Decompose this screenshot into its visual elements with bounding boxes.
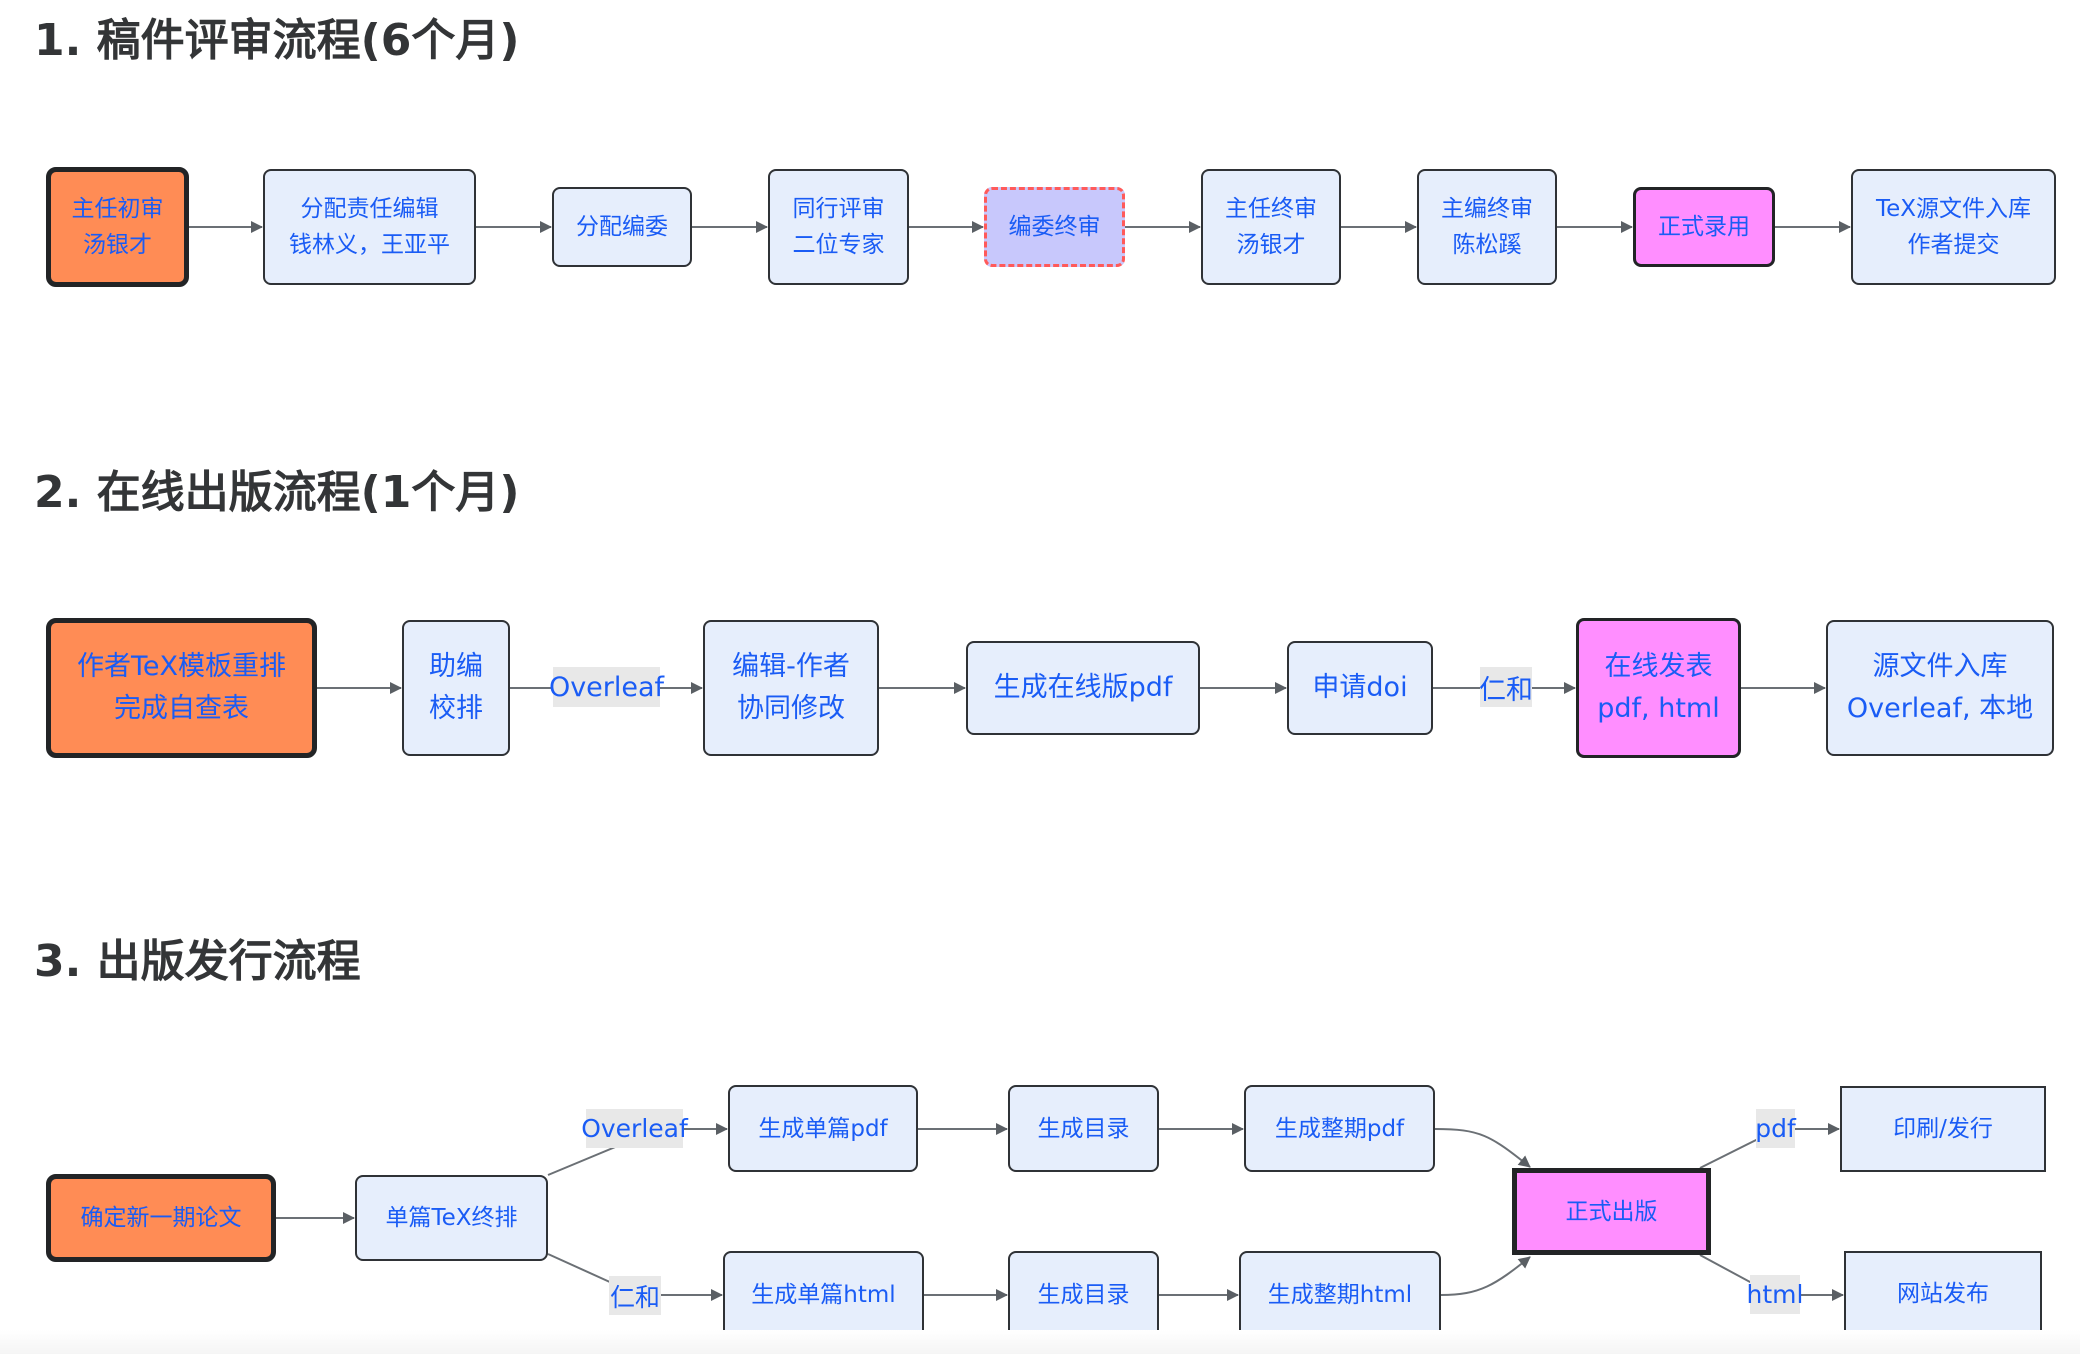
node-chief-final-review[interactable]: 主编终审 陈松蹊 — [1417, 169, 1557, 285]
node-source-archive[interactable]: 源文件入库 Overleaf, 本地 — [1826, 620, 2054, 756]
node-director-initial-review[interactable]: 主任初审 汤银才 — [46, 167, 189, 287]
edge-label-renhe: 仁和 — [609, 1276, 661, 1315]
node-assign-board[interactable]: 分配编委 — [552, 187, 692, 267]
edge-s3-pdf-merge — [1434, 1128, 1531, 1168]
edge-label-overleaf: Overleaf — [581, 1109, 688, 1148]
bottom-fade — [0, 1330, 2080, 1354]
node-issue-html[interactable]: 生成整期html — [1239, 1251, 1441, 1338]
node-website-publish[interactable]: 网站发布 — [1844, 1251, 2042, 1337]
node-single-html[interactable]: 生成单篇html — [723, 1251, 924, 1338]
node-online-publish[interactable]: 在线发表 pdf, html — [1576, 618, 1741, 758]
section-2-title: 2. 在线出版流程(1个月) — [34, 467, 520, 518]
node-tex-source-archive[interactable]: TeX源文件入库 作者提交 — [1851, 169, 2056, 285]
node-single-pdf[interactable]: 生成单篇pdf — [728, 1085, 918, 1172]
node-single-tex-final[interactable]: 单篇TeX终排 — [355, 1175, 548, 1261]
node-online-pdf[interactable]: 生成在线版pdf — [966, 641, 1200, 735]
section-3-title: 3. 出版发行流程 — [34, 936, 361, 987]
edge-label-pdf: pdf — [1755, 1109, 1796, 1148]
edge-label-renhe: 仁和 — [1479, 667, 1533, 707]
node-assistant-typeset[interactable]: 助编 校排 — [402, 620, 510, 756]
edge-label-overleaf: Overleaf — [549, 667, 664, 707]
node-toc-html[interactable]: 生成目录 — [1008, 1251, 1159, 1338]
node-assign-editor[interactable]: 分配责任编辑 钱林义，王亚平 — [263, 169, 476, 285]
node-toc-pdf[interactable]: 生成目录 — [1008, 1085, 1159, 1172]
node-director-final-review[interactable]: 主任终审 汤银才 — [1201, 169, 1341, 285]
node-issue-pdf[interactable]: 生成整期pdf — [1244, 1085, 1435, 1172]
node-official-publish[interactable]: 正式出版 — [1512, 1168, 1711, 1255]
node-board-final-review[interactable]: 编委终审 — [984, 187, 1125, 267]
edge-label-html: html — [1747, 1275, 1803, 1314]
node-print-distribute[interactable]: 印刷/发行 — [1840, 1086, 2046, 1172]
section-1-title: 1. 稿件评审流程(6个月) — [34, 15, 520, 66]
node-author-tex-template[interactable]: 作者TeX模板重排 完成自查表 — [46, 618, 317, 758]
node-editor-author-revise[interactable]: 编辑-作者 协同修改 — [703, 620, 879, 756]
node-apply-doi[interactable]: 申请doi — [1287, 641, 1433, 735]
node-accepted[interactable]: 正式录用 — [1633, 187, 1775, 267]
edge-s3-html-merge — [1440, 1256, 1531, 1296]
node-confirm-new-issue[interactable]: 确定新一期论文 — [46, 1174, 276, 1262]
node-peer-review[interactable]: 同行评审 二位专家 — [768, 169, 909, 285]
